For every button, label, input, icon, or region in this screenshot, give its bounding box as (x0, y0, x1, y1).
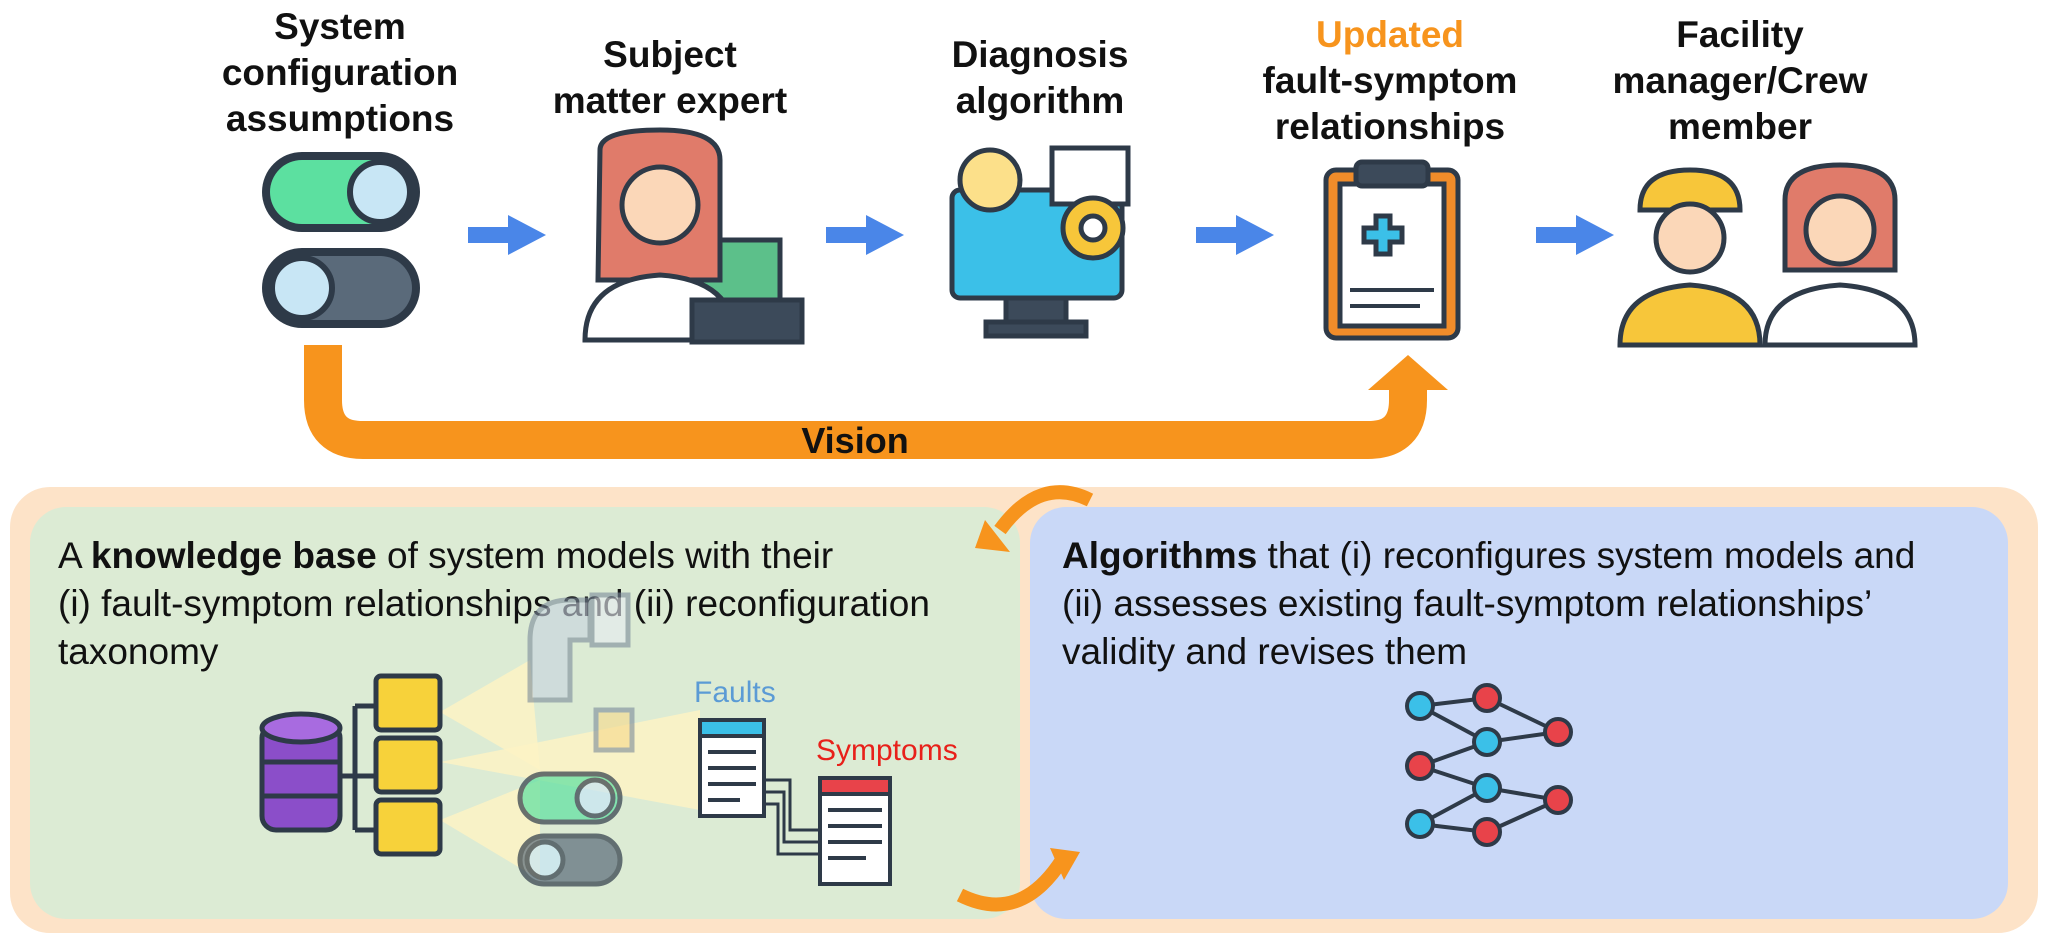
label-line: Diagnosis (951, 34, 1129, 75)
pipe-icon (527, 592, 635, 753)
neural-network-icon (1405, 683, 1573, 847)
label-line: manager/Crew (1612, 60, 1868, 101)
clipboard-report-icon (1323, 159, 1461, 341)
label-line: Subject (603, 34, 737, 75)
vision-arrowhead (1368, 355, 1448, 390)
algorithms-text: Algorithms that (i) reconfigures system … (1062, 532, 2002, 676)
label-line: assumptions (225, 98, 455, 139)
knowledge-base-text: A knowledge base of system models with t… (58, 532, 1008, 676)
label-line: Facility (1676, 14, 1804, 55)
label-highlight: Updated (1316, 14, 1464, 55)
flow-arrow-1 (468, 215, 546, 255)
toggle-switch-icon (517, 771, 623, 887)
symptoms-label: Symptoms (816, 734, 958, 767)
step-label-updated: Updated fault-symptom relationships (1230, 12, 1550, 150)
facility-crew-icon (1617, 162, 1918, 348)
algorithms-line-1: Algorithms that (i) reconfigures system … (1062, 532, 2002, 580)
algorithms-line-2: (ii) assesses existing fault-symptom rel… (1062, 583, 1873, 624)
diagnosis-algorithm-icon (949, 145, 1131, 339)
folder-icon (373, 673, 443, 857)
line1-rest: of system models with their (376, 535, 834, 576)
folder-cone-2 (440, 710, 700, 810)
panel-graphics (259, 485, 1573, 912)
cycle-arrow-bottom (956, 856, 1068, 912)
folder-cone-3 (440, 780, 540, 880)
label-line: System (274, 6, 406, 47)
bold-term: Algorithms (1062, 535, 1258, 576)
label-line: algorithm (955, 80, 1125, 121)
faults-list-icon (698, 718, 766, 818)
knowledge-line-3: taxonomy (58, 631, 219, 672)
label-line: configuration (221, 52, 459, 93)
toggle-switch-icon (262, 152, 420, 328)
symptoms-list-icon (818, 776, 892, 886)
database-icon (259, 711, 343, 833)
vision-label: Vision (801, 420, 909, 461)
step-label-expert: Subject matter expert (520, 32, 820, 124)
step-label-algo: Diagnosis algorithm (900, 32, 1180, 124)
step-label-crew: Facility manager/Crew member (1580, 12, 1900, 150)
label-line: relationships (1274, 106, 1506, 147)
flow-arrow-2 (826, 215, 904, 255)
knowledge-line-1: A knowledge base of system models with t… (58, 532, 1008, 580)
workflow-graphics (262, 127, 1918, 459)
bold-term: knowledge base (90, 535, 377, 576)
connector-lines (764, 778, 820, 856)
flow-arrow-4 (1536, 215, 1614, 255)
label-line: matter expert (552, 80, 788, 121)
faults-label: Faults (694, 676, 776, 709)
folder-cone-1 (440, 660, 540, 770)
label-line: fault-symptom (1262, 60, 1518, 101)
flow-arrow-3 (1196, 215, 1274, 255)
subject-matter-expert-icon (582, 127, 805, 345)
label-line: member (1668, 106, 1812, 147)
step-label-config: System configuration assumptions (195, 4, 485, 142)
vision-arrow (304, 345, 1427, 459)
cycle-arrow-top (994, 485, 1094, 535)
algorithms-line-3: validity and revises them (1062, 631, 1468, 672)
line1-rest: that (i) reconfigures system models and (1257, 535, 1916, 576)
prefix: A (58, 535, 91, 576)
knowledge-line-2: (i) fault-symptom relationships and (ii)… (58, 583, 930, 624)
tree-lines (340, 703, 376, 833)
